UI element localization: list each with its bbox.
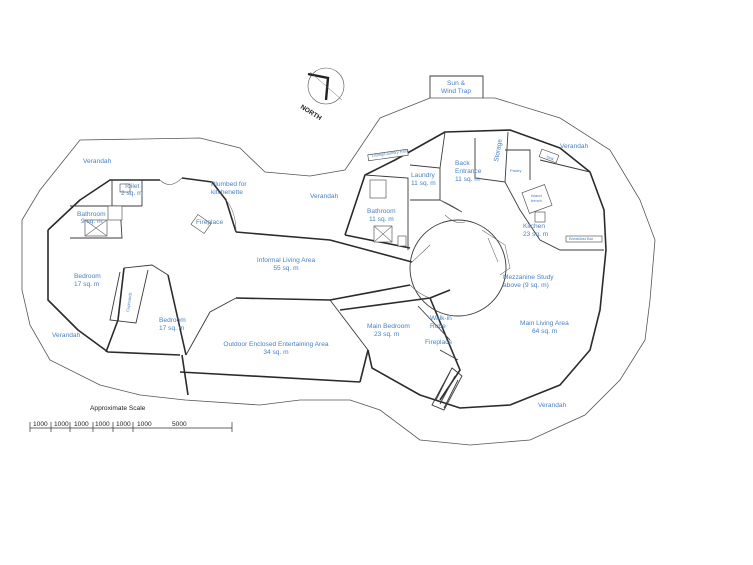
informal-living-label-1: Informal Living Area <box>257 257 316 264</box>
island-bench <box>521 184 553 214</box>
fireplace-right-hatch <box>431 367 463 411</box>
bathroom-right-label-1: Bathroom <box>367 208 396 215</box>
verandah-left-label: Verandah <box>52 332 81 339</box>
kitchen-hob <box>534 211 546 223</box>
plumbed-label-2: kitchenette <box>211 189 243 196</box>
scale-seg-4: 1000 <box>95 421 110 428</box>
walkin-label-2: Robe <box>430 323 446 330</box>
walkin-label-1: Walk-in <box>430 315 452 322</box>
mezzanine-label-1: Mezzanine Study <box>503 274 554 281</box>
shower-tray-right <box>373 225 393 243</box>
laundry-label-1: Laundry <box>411 172 436 179</box>
laundry-walls <box>439 131 531 213</box>
scale-bar: Approximate Scale 1000 1000 1000 1000 10… <box>29 405 233 432</box>
bedroom-b-label-1: Bedroom <box>159 317 186 324</box>
central-hall-circle <box>409 219 507 317</box>
bath-fixture-right <box>369 179 387 199</box>
breakfast-label: Breakfast Bar <box>569 236 594 241</box>
breakfast-bar <box>565 235 603 243</box>
sun-wind-trap <box>429 75 484 98</box>
left-wing-walls <box>47 177 237 356</box>
outdoor-entertaining-label-2: 34 sq. m <box>263 349 289 356</box>
informal-living-label-2: 55 sq. m <box>273 265 299 272</box>
main-bedroom-label-2: 23 sq. m <box>374 331 400 338</box>
sun-wind-trap-label-2: Wind Trap <box>441 88 471 95</box>
storage-label: Storage <box>493 138 504 162</box>
bath-fixture-left <box>107 205 123 221</box>
sun-wind-trap-label-1: Sun & <box>447 80 466 87</box>
toilet-label-2: 2 sq. m <box>121 190 143 197</box>
bedroom-a-label-1: Bedroom <box>74 273 101 280</box>
bedroom-a-label-2: 17 sq. m <box>74 281 100 288</box>
scale-seg-6: 1000 <box>137 421 152 428</box>
cupboard-walls <box>109 264 169 324</box>
island-label-1: Island <box>531 193 542 198</box>
pantry-label: Pantry <box>510 168 522 173</box>
entertaining-walls <box>185 297 369 356</box>
scale-seg-1: 1000 <box>33 421 48 428</box>
door-arcs <box>159 177 466 299</box>
fireplace-left-fixture <box>190 214 212 234</box>
toilet-fixture-right <box>397 235 407 247</box>
laundry-rack <box>367 148 409 162</box>
kitchen-label-1: Kitchen <box>523 223 545 230</box>
shower-tray-left <box>84 219 108 237</box>
scale-total: 5000 <box>172 421 187 428</box>
scale-seg-3: 1000 <box>74 421 89 428</box>
kitchen-label-2: 23 sq. m <box>523 231 549 238</box>
outdoor-entertaining-label-1: Outdoor Enclosed Entertaining Area <box>223 341 329 348</box>
bedroom-b-label-2: 17 sq. m <box>159 325 185 332</box>
laundry-label-2: 11 sq. m <box>411 180 436 187</box>
toilet-label-1: Toilet <box>124 183 140 190</box>
verandah-bottom-right-label: Verandah <box>538 402 567 409</box>
back-entrance-label-3: 11 sq. m <box>455 176 480 183</box>
bathroom-left-walls <box>70 180 143 239</box>
kitchen-walls <box>504 159 604 251</box>
main-bedroom-label-1: Main Bedroom <box>367 323 410 330</box>
verandah-top-left-label: Verandah <box>83 158 112 165</box>
north-label: NORTH <box>299 104 323 122</box>
bathroom-left-label-1: Bathroom <box>77 211 106 218</box>
plumbed-label-1: Plumbed for <box>211 181 247 188</box>
back-entrance-label-1: Back <box>455 160 470 167</box>
mezzanine-label-2: above (9 sq. m) <box>503 282 549 289</box>
mezzanine-stairs <box>481 229 511 276</box>
verandah-top-mid-label: Verandah <box>310 193 339 200</box>
verandah-outline <box>21 97 656 446</box>
sink-unit <box>538 148 560 164</box>
back-entrance-label-2: Entrance <box>455 168 482 175</box>
cupboards-label: Cupboards <box>125 292 133 312</box>
bath-right-walls <box>364 164 441 250</box>
toilet-fixture <box>119 183 131 193</box>
scale-seg-5: 1000 <box>116 421 131 428</box>
scale-seg-2: 1000 <box>54 421 69 428</box>
main-living-label-2: 64 sq. m <box>532 328 558 335</box>
main-living-label-1: Main Living Area <box>520 320 569 327</box>
island-label-2: bench <box>531 198 542 203</box>
bathroom-right-label-2: 11 sq. m <box>369 216 394 223</box>
north-compass: NORTH <box>299 67 345 122</box>
rack-label: Drying/Laundry Rack <box>371 148 409 158</box>
verandah-top-right-label: Verandah <box>560 143 589 150</box>
scale-title: Approximate Scale <box>90 405 146 412</box>
sink-label: Sink <box>546 154 555 161</box>
fireplace-right-label: Fireplace <box>425 339 452 346</box>
walkin-walls <box>417 305 459 361</box>
fireplace-left-label: Fireplace <box>196 219 223 226</box>
bathroom-left-label-2: 9 sq. m <box>81 218 103 225</box>
